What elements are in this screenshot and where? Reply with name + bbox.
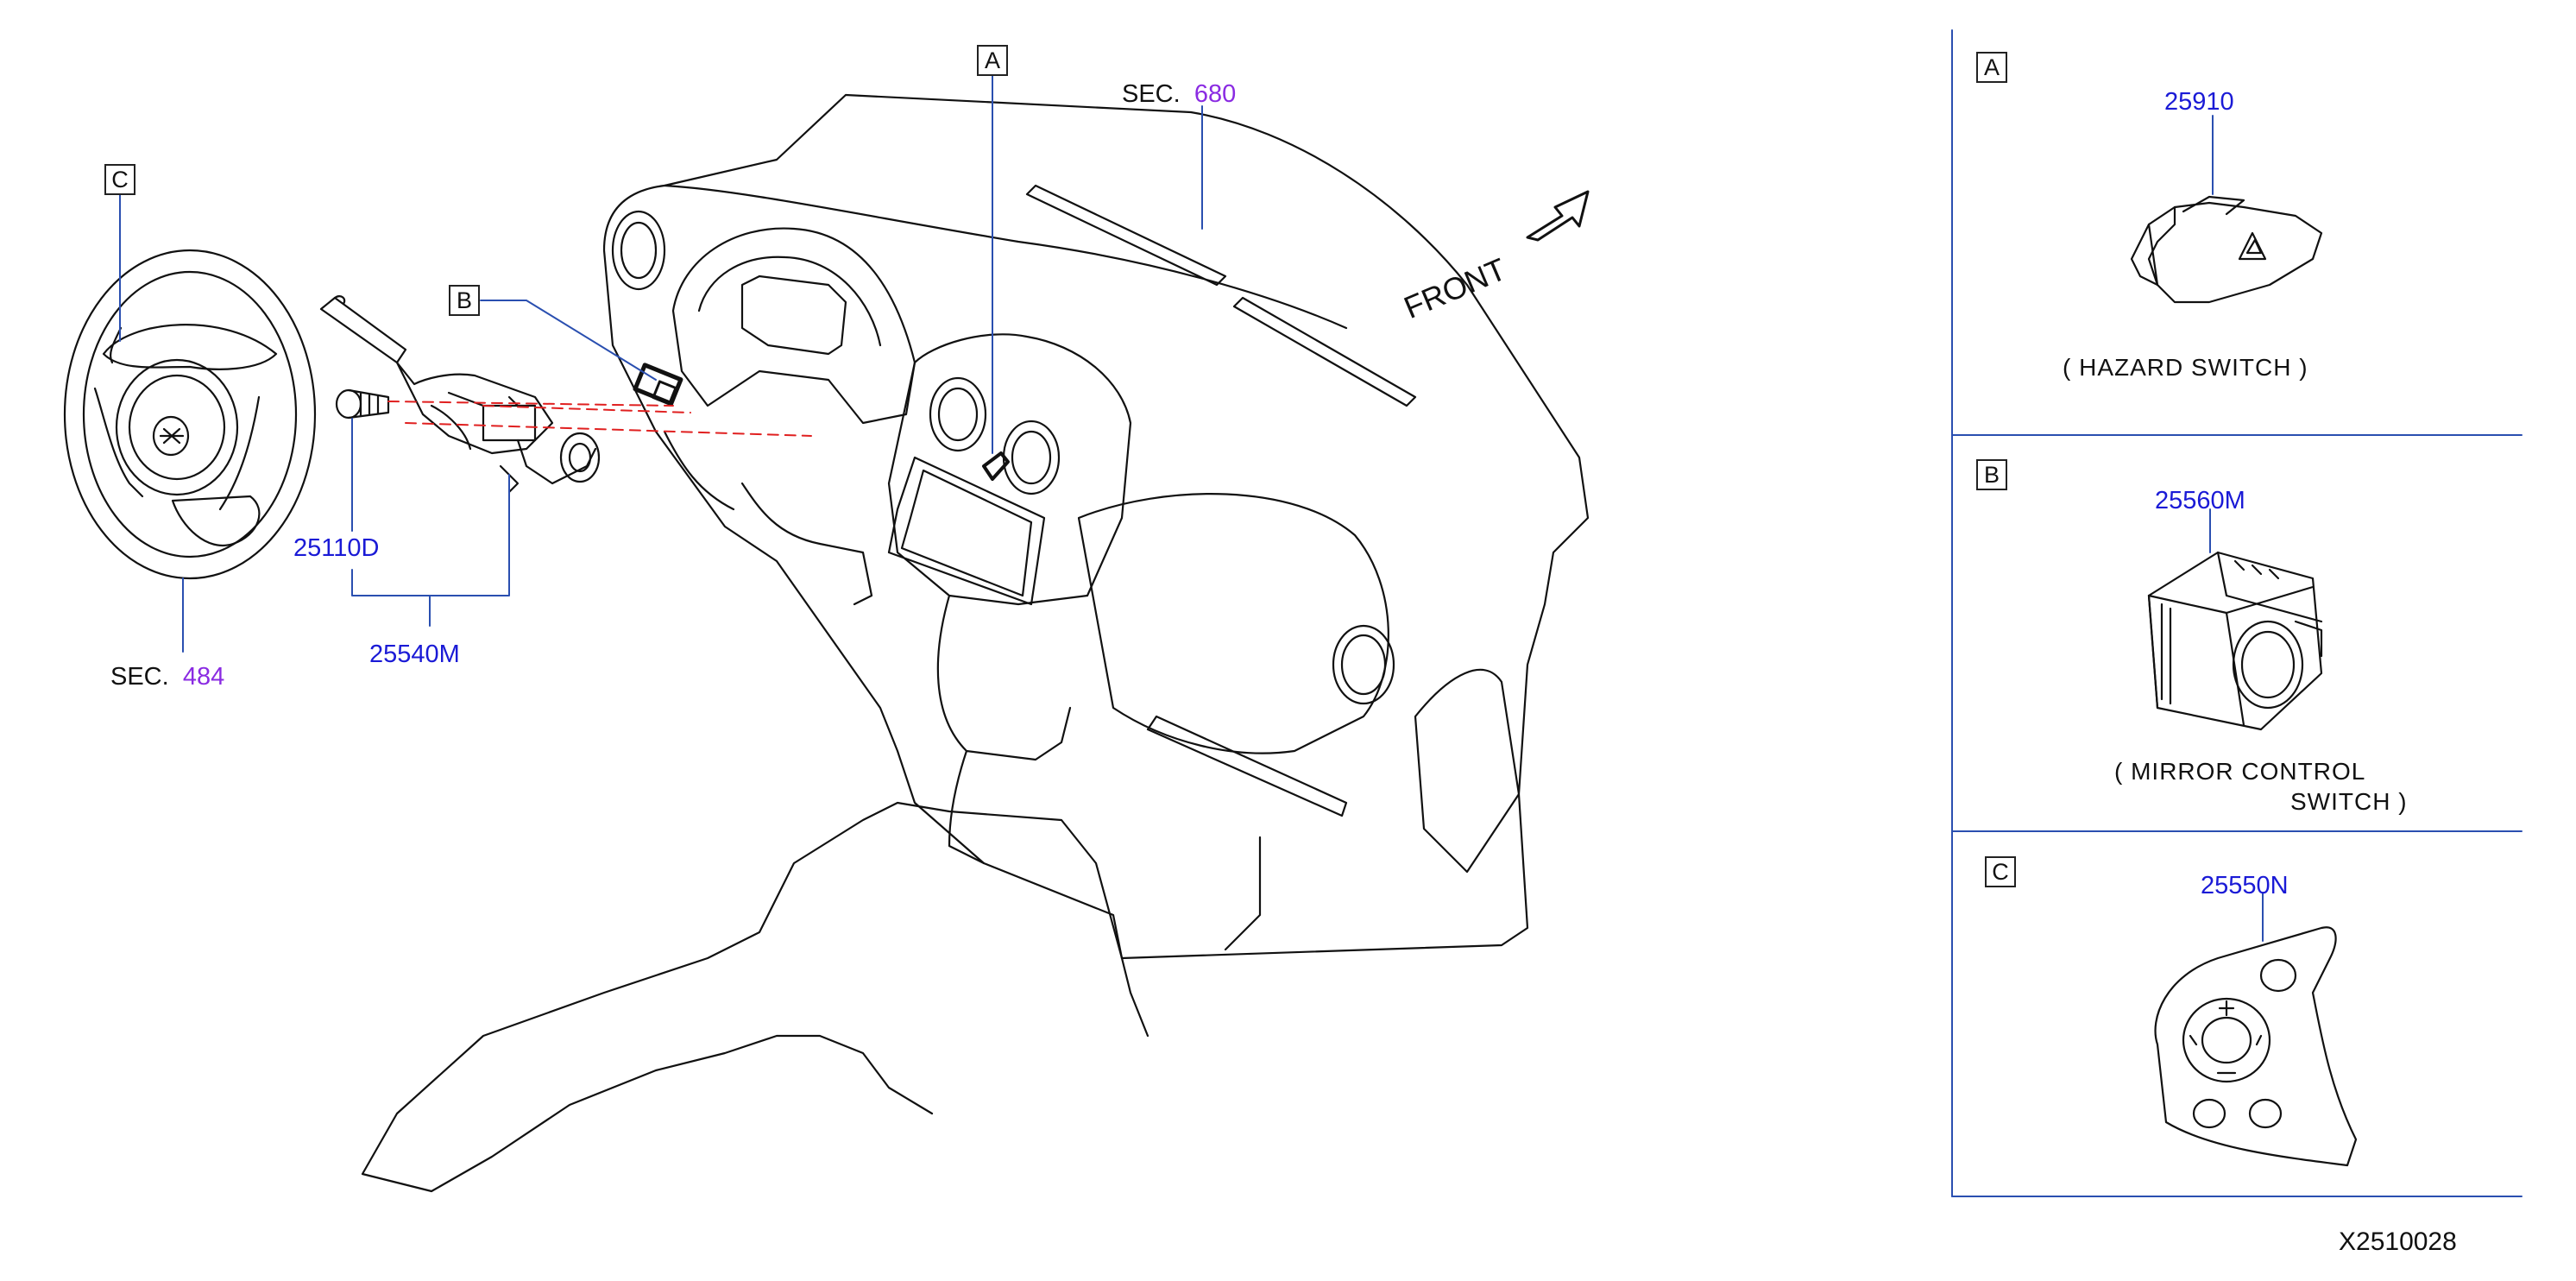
illustration-id: X2510028 [2339,1227,2457,1256]
ref-box-b: B [449,285,480,316]
part-number-25550n: 25550N [2201,872,2289,899]
front-label: FRONT [1398,250,1511,325]
sec-prefix: SEC. [1122,80,1181,108]
sec-number: 680 [1194,80,1237,108]
steering-switch-drawing [2154,926,2358,1167]
hazard-switch-drawing [2130,195,2323,304]
panel-b-ref-box: B [1976,459,2007,490]
panel-dividers [1951,29,2522,1197]
bolt-drawing [335,388,390,420]
sec-680-label: SEC. 680 [1122,82,1236,107]
mirror-control-switch-drawing [2147,551,2323,731]
instrument-panel-drawing [361,93,1590,1193]
front-arrow-icon [1526,190,1590,242]
dashed-alignment-lines [387,401,812,437]
part-number-25560m: 25560M [2155,487,2245,514]
ref-box-c: C [104,164,135,195]
part-number-25910: 25910 [2164,88,2234,116]
combination-switch-drawing [319,295,601,494]
panel-a-ref-box: A [1976,52,2007,83]
ref-box-a: A [977,45,1008,76]
sec-prefix: SEC. [110,663,169,691]
mirror-control-caption-line1: ( MIRROR CONTROL [2114,758,2366,785]
steering-wheel-drawing [63,249,317,580]
panel-c-ref-box: C [1985,856,2016,887]
sec-484-label: SEC. 484 [110,665,224,690]
part-number-25110d: 25110D [293,534,380,562]
hazard-switch-caption: ( HAZARD SWITCH ) [2063,354,2308,381]
leader-lines [119,75,2264,942]
mirror-control-caption-line2: SWITCH ) [2290,788,2408,815]
sec-number: 484 [182,663,225,691]
part-number-25540m: 25540M [369,640,460,668]
